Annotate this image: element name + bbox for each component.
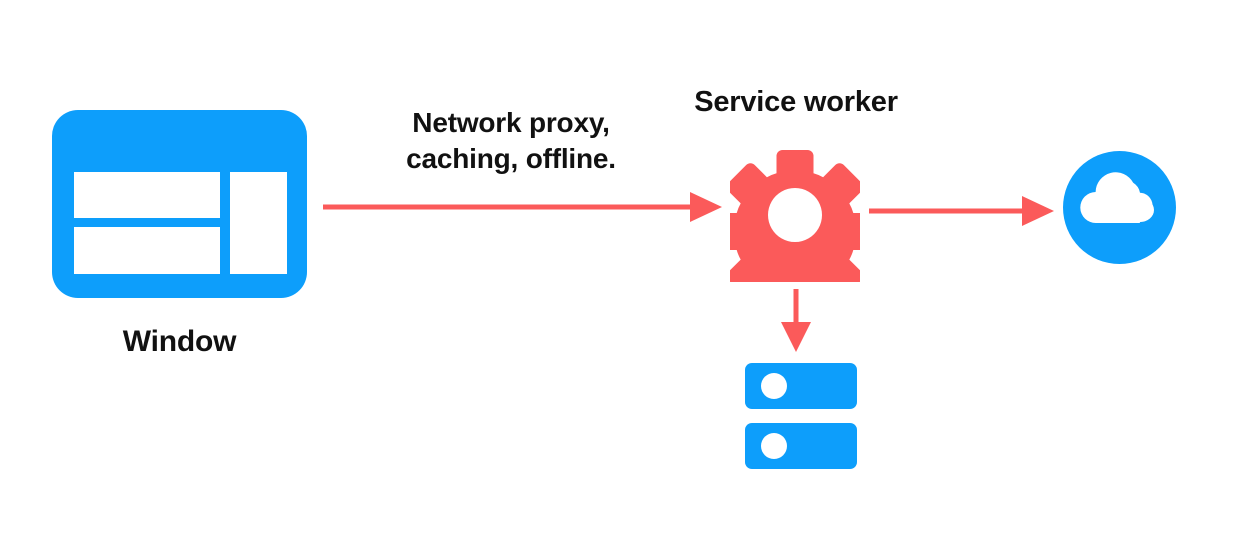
node-cache-storage[interactable] xyxy=(745,363,857,469)
edge-window-to-service-worker xyxy=(323,192,722,222)
window-pane-top xyxy=(74,172,220,218)
storage-indicator-dot xyxy=(761,373,787,399)
edge-label-network-proxy: Network proxy, caching, offline. xyxy=(406,107,616,174)
window-pane-side xyxy=(230,172,287,274)
node-window[interactable] xyxy=(52,110,307,298)
node-label-service-worker: Service worker xyxy=(694,86,898,118)
storage-bar-lower xyxy=(745,423,857,469)
storage-bar-upper xyxy=(745,363,857,409)
edge-service-worker-to-storage xyxy=(781,289,811,352)
gear-icon xyxy=(730,149,860,282)
window-pane-bottom xyxy=(74,227,220,274)
edge-service-worker-to-cloud xyxy=(869,196,1054,226)
node-cloud[interactable] xyxy=(1063,151,1176,264)
cloud-icon xyxy=(1080,172,1154,224)
storage-indicator-dot xyxy=(761,433,787,459)
node-service-worker[interactable] xyxy=(730,148,860,282)
window-icon xyxy=(52,110,307,298)
node-label-window: Window xyxy=(122,325,237,358)
